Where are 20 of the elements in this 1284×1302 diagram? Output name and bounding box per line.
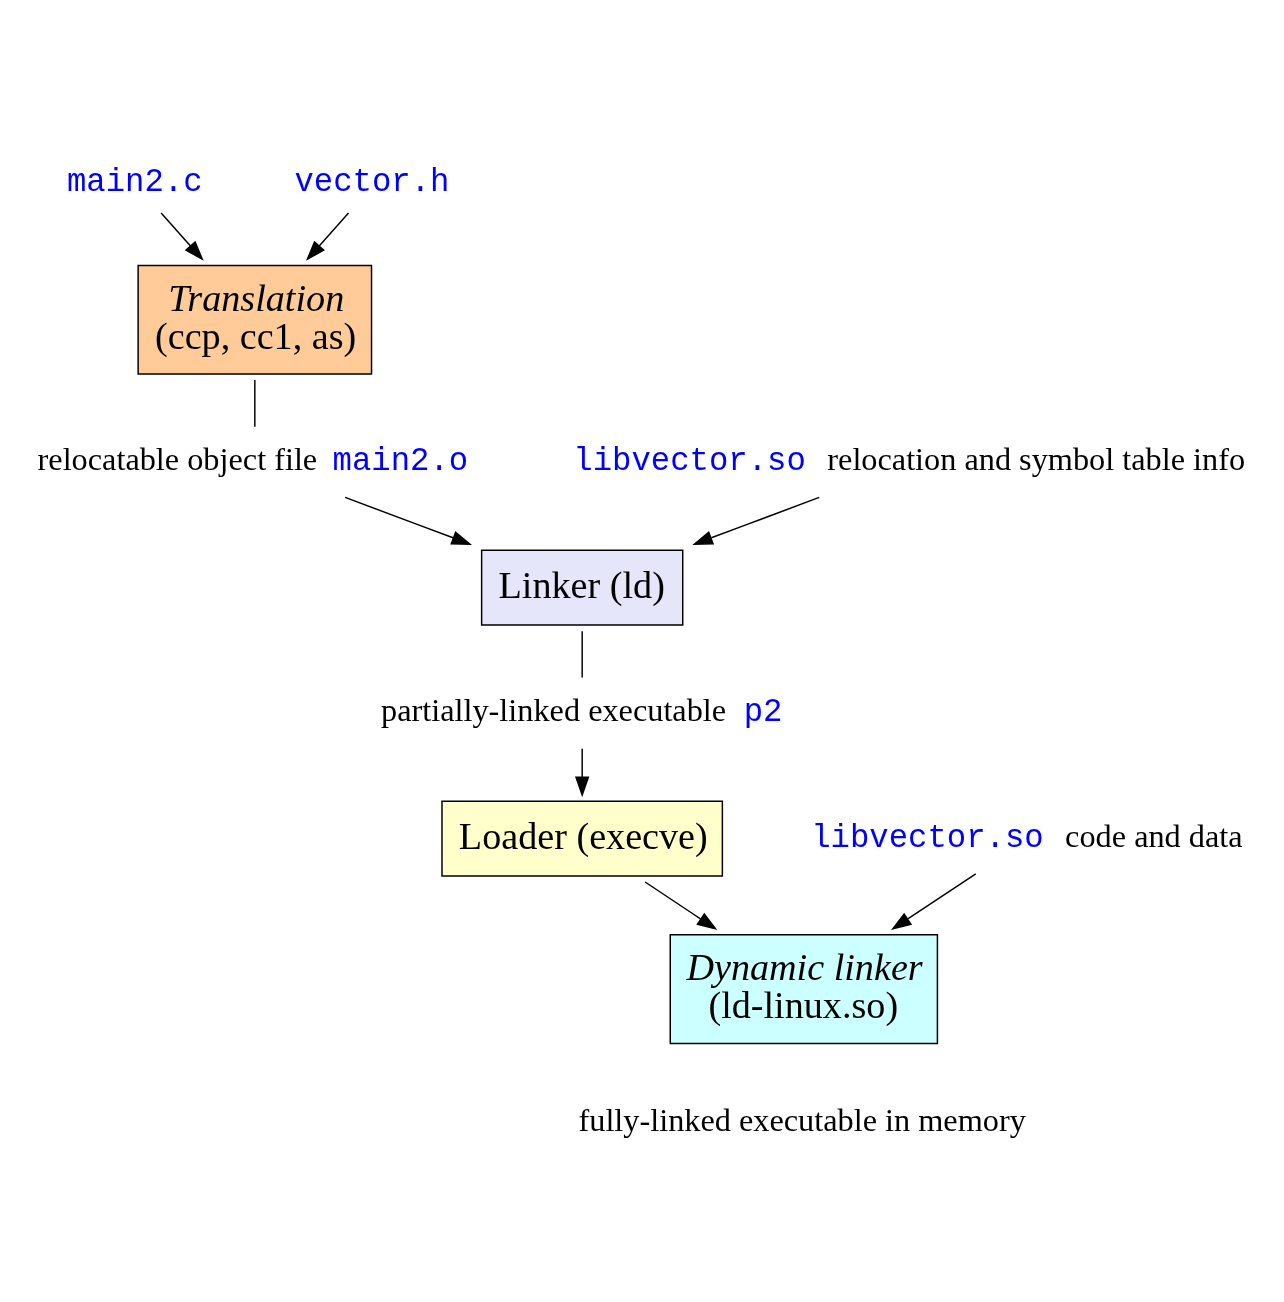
arrow	[575, 747, 590, 797]
node-text: main2.o	[332, 442, 469, 480]
node-text: libvector.so	[573, 442, 806, 480]
connector	[254, 378, 256, 427]
arrow	[160, 211, 204, 261]
node-text: p2	[743, 693, 783, 731]
connector	[581, 630, 583, 678]
node-label: partially-linked executable	[381, 691, 727, 728]
arrow	[644, 880, 718, 930]
node-text: main2.c	[66, 163, 203, 201]
node-label: relocatable object file	[37, 440, 318, 477]
arrow	[305, 211, 350, 261]
node-text: vector.h	[294, 163, 450, 201]
arrow	[891, 872, 977, 930]
node-label: code and data	[1065, 817, 1243, 854]
node-label: relocation and symbol table info	[827, 440, 1246, 477]
arrow	[344, 496, 473, 545]
node-text: libvector.so	[811, 819, 1044, 857]
node-label: fully-linked executable in memory	[578, 1101, 1026, 1138]
arrow	[692, 496, 820, 545]
